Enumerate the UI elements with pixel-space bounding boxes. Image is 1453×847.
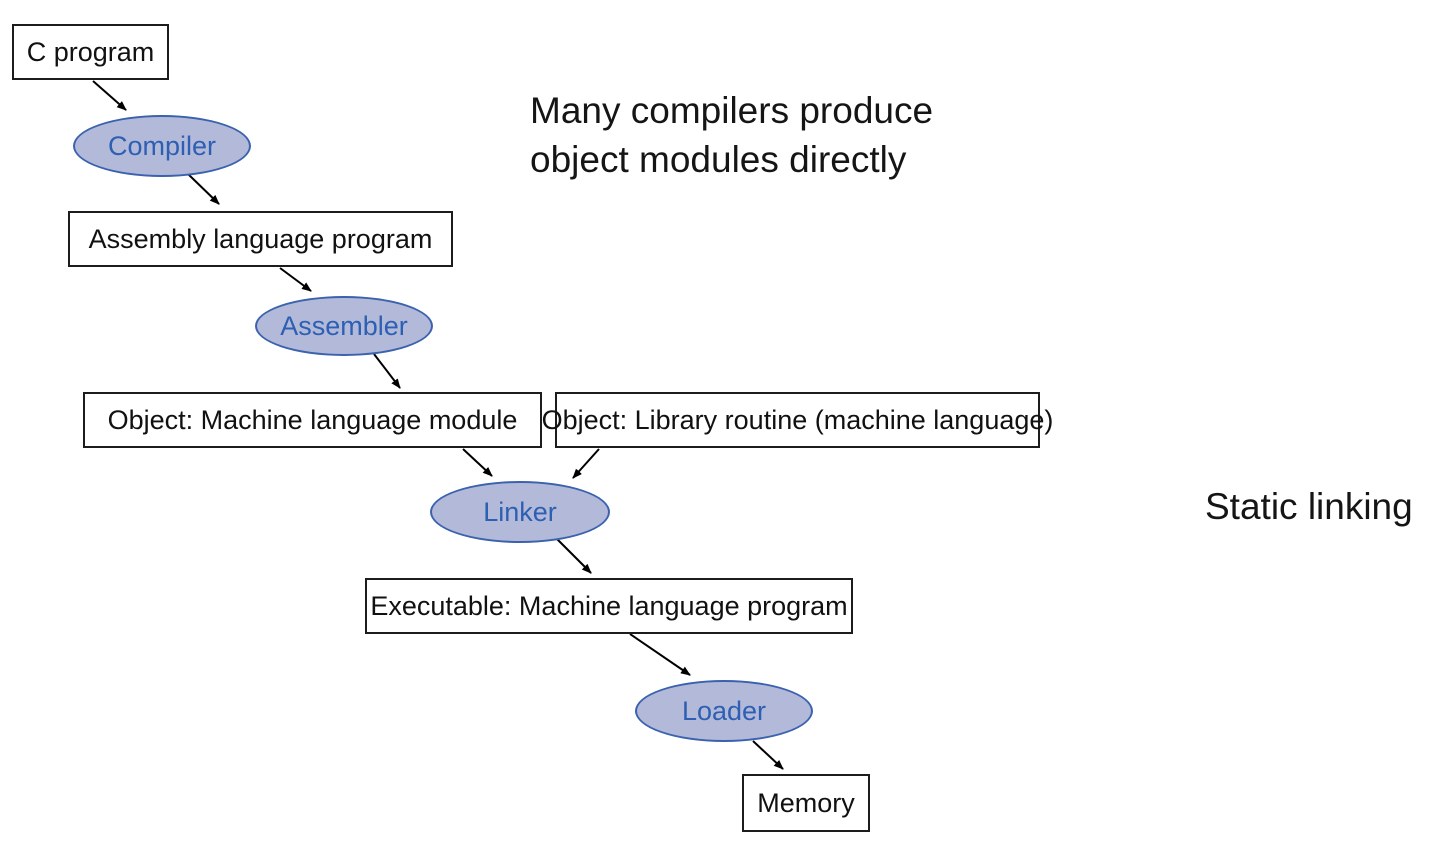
arrow-object-library-to-linker (572, 448, 600, 479)
annotation-compilers-note: Many compilers produce object modules di… (530, 86, 933, 184)
node-c-program-label: C program (26, 36, 155, 67)
arrow-loader-to-memory (752, 740, 784, 770)
node-object-library-routine: Object: Library routine (machine languag… (542, 392, 1053, 448)
arrow-assembler-to-object-module (373, 353, 401, 389)
node-object-machine-language-module-label: Object: Machine language module (107, 404, 518, 435)
node-executable-machine-language-program: Executable: Machine language program (365, 578, 853, 634)
node-compiler: Compiler (73, 115, 251, 177)
node-object-library-routine-label: Object: Library routine (machine languag… (541, 404, 1054, 435)
node-assembler: Assembler (255, 296, 433, 356)
arrow-assembly-to-assembler (279, 267, 312, 292)
node-assembler-label: Assembler (280, 310, 408, 341)
arrow-c-program-to-compiler (92, 80, 127, 111)
node-c-program: C program (12, 24, 169, 80)
annotation-compilers-note-line1: Many compilers produce (530, 90, 934, 131)
node-loader: Loader (635, 680, 813, 742)
node-executable-machine-language-program-label: Executable: Machine language program (370, 590, 848, 621)
node-linker-label: Linker (483, 496, 557, 527)
annotation-static-linking-label: Static linking (1205, 486, 1413, 527)
arrow-compiler-to-assembly (187, 173, 220, 205)
annotation-static-linking: Static linking (1205, 482, 1413, 531)
node-assembly-language-program: Assembly language program (68, 211, 453, 267)
node-loader-label: Loader (681, 695, 767, 726)
node-object-machine-language-module: Object: Machine language module (83, 392, 542, 448)
arrow-object-module-to-linker (462, 448, 493, 477)
node-compiler-label: Compiler (107, 130, 217, 161)
node-linker: Linker (430, 481, 610, 543)
arrow-linker-to-executable (556, 538, 592, 574)
node-assembly-language-program-label: Assembly language program (88, 223, 433, 254)
node-memory-label: Memory (757, 787, 855, 818)
arrow-executable-to-loader (629, 633, 691, 676)
node-memory: Memory (742, 774, 870, 832)
annotation-compilers-note-line2: object modules directly (530, 139, 907, 180)
